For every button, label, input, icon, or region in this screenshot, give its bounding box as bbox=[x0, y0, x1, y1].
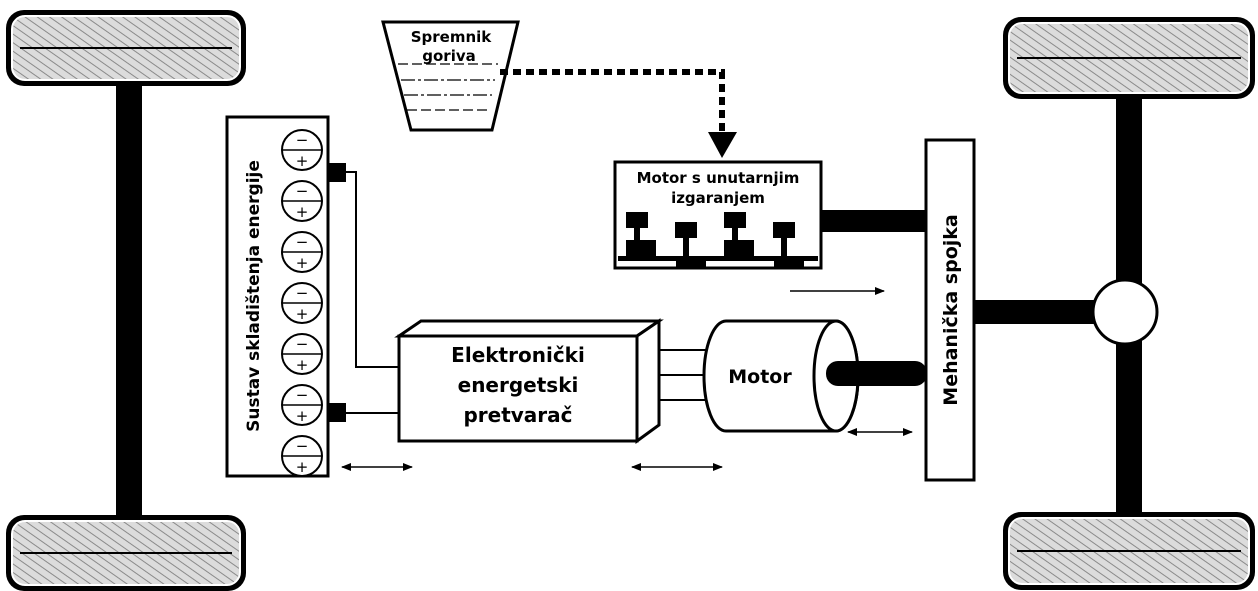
battery-cell-minus-sign: − bbox=[296, 182, 309, 200]
converter-label-line3: pretvarač bbox=[463, 403, 572, 427]
rear-right-wheel bbox=[1003, 512, 1255, 590]
coupling-label: Mehanička spojka bbox=[940, 214, 962, 405]
converter-label: Elektronički energetski pretvarač bbox=[451, 343, 585, 427]
battery-cell: −+ bbox=[281, 333, 323, 375]
fuel-level-lines bbox=[398, 63, 498, 111]
fuel-line-arrowhead bbox=[708, 132, 737, 158]
battery-cell-plus-sign: + bbox=[296, 305, 309, 323]
battery-cell-plus-sign: + bbox=[296, 458, 309, 476]
battery-cell-minus-sign: − bbox=[296, 437, 309, 455]
battery-cell-plus-sign: + bbox=[296, 356, 309, 374]
engine-output-shaft bbox=[821, 210, 927, 232]
rear-left-wheel bbox=[6, 515, 246, 591]
battery-cell-minus-sign: − bbox=[296, 131, 309, 149]
battery-cell: −+ bbox=[281, 384, 323, 426]
front-left-wheel bbox=[6, 10, 246, 86]
fuel-line bbox=[500, 69, 725, 138]
battery-cell: −+ bbox=[281, 435, 323, 477]
battery-terminal-negative bbox=[329, 163, 346, 182]
right-axle-assembly bbox=[1003, 17, 1255, 590]
battery-terminals bbox=[329, 163, 346, 422]
motor-label: Motor bbox=[728, 366, 792, 388]
battery-cell: −+ bbox=[281, 129, 323, 171]
coupling-to-differential-shaft bbox=[974, 300, 1094, 324]
battery-cell: −+ bbox=[281, 231, 323, 273]
battery-cell: −+ bbox=[281, 282, 323, 324]
converter-label-line2: energetski bbox=[458, 373, 579, 397]
battery-cell-minus-sign: − bbox=[296, 233, 309, 251]
engine-pistons bbox=[618, 212, 818, 268]
internal-combustion-engine: Motor s unutarnjim izgaranjem bbox=[613, 160, 823, 270]
motor-output-shaft bbox=[826, 361, 927, 386]
battery-cells: −+−+−+−+−+−+−+ bbox=[281, 129, 323, 477]
converter-label-line1: Elektronički bbox=[451, 343, 585, 367]
fuel-tank-label-line2: goriva bbox=[422, 47, 475, 65]
fuel-tank-label-line1: Spremnik bbox=[411, 28, 493, 46]
battery-cell-plus-sign: + bbox=[296, 203, 309, 221]
ice-label-line1: Motor s unutarnjim bbox=[637, 169, 800, 187]
storage-label: Sustav skladištenja energije bbox=[244, 160, 264, 432]
mechanical-coupling: Mehanička spojka bbox=[924, 138, 976, 482]
battery-cell-minus-sign: − bbox=[296, 386, 309, 404]
left-axle-shaft bbox=[116, 85, 142, 520]
ice-label-line2: izgaranjem bbox=[671, 189, 765, 207]
battery-terminal-positive bbox=[329, 403, 346, 422]
differential bbox=[1091, 278, 1159, 346]
power-electronics-converter bbox=[394, 318, 664, 444]
battery-wires bbox=[346, 171, 399, 414]
battery-cell-plus-sign: + bbox=[296, 254, 309, 272]
battery-cell-plus-sign: + bbox=[296, 407, 309, 425]
battery-cell-minus-sign: − bbox=[296, 335, 309, 353]
front-right-wheel bbox=[1003, 17, 1255, 99]
bidirectional-arrows bbox=[341, 428, 913, 471]
fuel-tank: Spremnik goriva bbox=[381, 20, 520, 132]
left-axle-assembly bbox=[6, 10, 246, 591]
battery-cell: −+ bbox=[281, 180, 323, 222]
battery-cell-plus-sign: + bbox=[296, 152, 309, 170]
motor-phase-cables bbox=[659, 349, 706, 401]
battery-cell-minus-sign: − bbox=[296, 284, 309, 302]
energy-storage-system: Sustav skladištenja energije −+−+−+−+−+−… bbox=[225, 115, 330, 478]
